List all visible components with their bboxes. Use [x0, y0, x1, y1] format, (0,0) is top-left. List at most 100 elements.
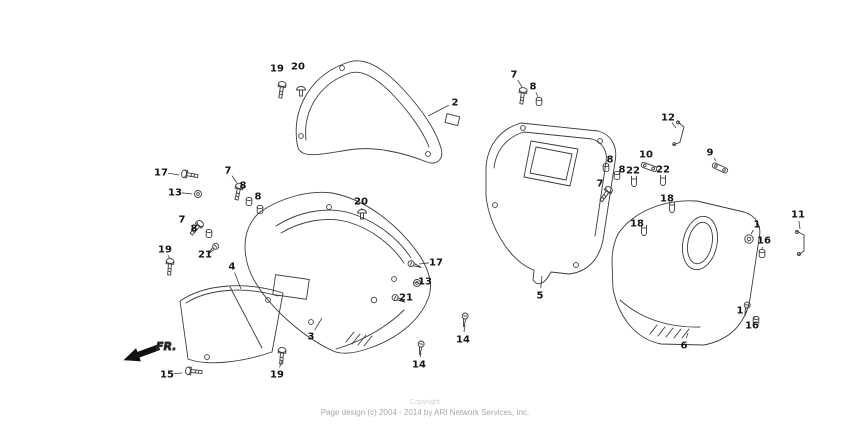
callout-14: 14 — [456, 335, 470, 346]
callout-11: 11 — [791, 210, 805, 221]
leader-line — [413, 281, 419, 284]
callout-17: 17 — [429, 258, 443, 269]
grommet-icon — [357, 209, 367, 220]
bolt-icon — [599, 185, 614, 203]
callout-8: 8 — [607, 155, 614, 166]
bolt-icon — [185, 366, 203, 376]
leader-line — [314, 317, 323, 331]
callout-1: 1 — [737, 306, 744, 317]
leader-line — [418, 262, 430, 265]
bolt-icon — [234, 183, 244, 201]
callout-12: 12 — [661, 113, 675, 124]
part-middle-cowl — [485, 122, 617, 285]
ring-icon — [744, 234, 754, 244]
clip-icon — [660, 175, 666, 186]
bolt-icon — [165, 258, 175, 276]
callout-14: 14 — [412, 360, 426, 371]
leader-line — [419, 352, 422, 358]
collar-icon — [752, 315, 760, 326]
bracket-icon — [640, 162, 658, 172]
footer: Copyright Page design (c) 2004 - 2014 by… — [0, 399, 850, 418]
callout-5: 5 — [537, 291, 544, 302]
part-inner-panel — [179, 285, 284, 364]
callout-22: 22 — [656, 165, 670, 176]
copyright-line: Copyright — [410, 399, 440, 407]
leader-line — [517, 79, 523, 88]
callout-19: 19 — [270, 370, 284, 381]
callout-7: 7 — [511, 70, 518, 81]
bolt-icon — [189, 219, 205, 236]
leader-line — [713, 157, 717, 162]
callout-8: 8 — [530, 82, 537, 93]
fr-arrow-icon — [123, 344, 161, 362]
collar-icon — [205, 228, 213, 239]
leader-line — [181, 192, 193, 195]
callout-4: 4 — [229, 262, 236, 273]
leader-line — [231, 175, 238, 184]
callout-13: 13 — [418, 277, 432, 288]
screw-icon — [391, 294, 406, 303]
leader-line — [167, 255, 171, 260]
bolt-icon — [518, 87, 528, 105]
callout-13: 13 — [168, 188, 182, 199]
callout-9: 9 — [707, 148, 714, 159]
collar-icon — [245, 196, 253, 207]
bracket-icon — [711, 162, 729, 174]
collar-icon — [758, 248, 766, 259]
leader-line — [463, 324, 466, 333]
callout-3: 3 — [308, 332, 315, 343]
callout-7: 7 — [225, 166, 232, 177]
bolt-icon — [277, 81, 287, 99]
leader-line — [167, 172, 180, 176]
callout-15: 15 — [160, 370, 174, 381]
callout-2: 2 — [452, 98, 459, 109]
callout-21: 21 — [399, 293, 413, 304]
clip-icon — [641, 225, 647, 236]
fr-label: FR. — [156, 340, 176, 353]
callout-1: 1 — [754, 220, 761, 231]
part-lower-cowl — [611, 200, 761, 346]
fr-direction-indicator: FR. — [123, 340, 177, 362]
callout-19: 19 — [270, 64, 284, 75]
part-windscreen — [295, 60, 461, 164]
leader-line — [279, 360, 283, 368]
callout-7: 7 — [179, 215, 186, 226]
part-upper-cowl — [244, 191, 431, 354]
leader-line — [540, 275, 543, 289]
callout-10: 10 — [639, 150, 653, 161]
leader-line — [427, 104, 449, 117]
collar-icon — [535, 96, 543, 107]
stay-icon — [795, 230, 805, 256]
callout-18: 18 — [630, 219, 644, 230]
screw-icon — [461, 312, 469, 328]
leader-line — [210, 248, 213, 251]
callout-7: 7 — [597, 179, 604, 190]
grommet-icon — [296, 86, 306, 97]
leader-line — [754, 316, 756, 319]
screw-icon — [743, 301, 751, 316]
callout-16: 16 — [757, 236, 771, 247]
leader-line — [750, 229, 754, 235]
callout-20: 20 — [354, 197, 368, 208]
leader-line — [535, 92, 539, 98]
callout-6: 6 — [681, 341, 688, 352]
callout-20: 20 — [291, 62, 305, 73]
clip-icon — [631, 176, 637, 187]
callout-8: 8 — [191, 224, 198, 235]
callout-22: 22 — [626, 166, 640, 177]
leader-line — [234, 272, 242, 290]
leader-line — [798, 220, 801, 230]
leader-line — [685, 332, 689, 339]
clip-icon — [669, 202, 675, 213]
callout-18: 18 — [660, 194, 674, 205]
collar-icon — [256, 204, 264, 215]
washer-icon — [194, 190, 202, 198]
page-design-credit: Page design (c) 2004 - 2014 by ARI Netwo… — [320, 408, 530, 417]
screw-icon — [407, 260, 422, 268]
callout-8: 8 — [255, 192, 262, 203]
callout-8: 8 — [240, 181, 247, 192]
collar-icon — [613, 170, 621, 181]
